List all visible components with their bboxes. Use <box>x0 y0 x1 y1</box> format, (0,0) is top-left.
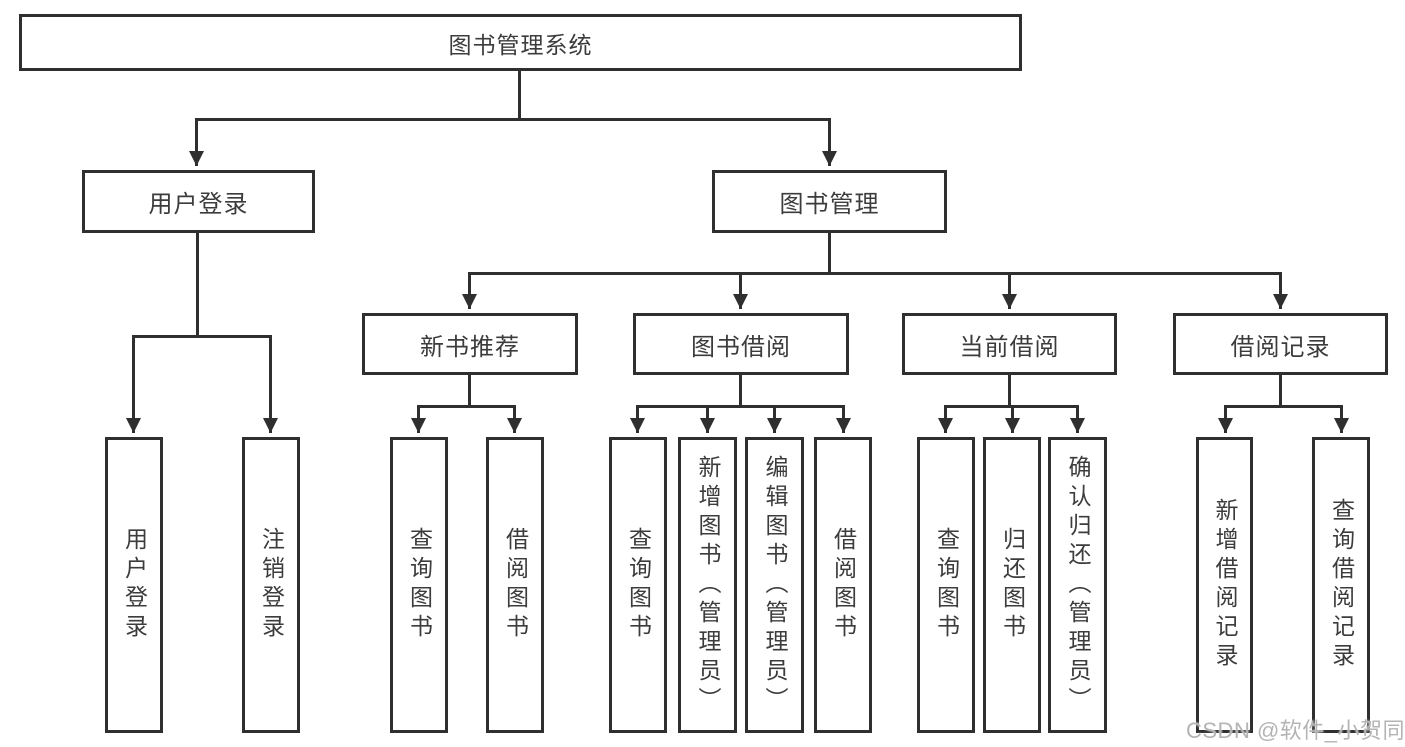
node-label: 用户登录 <box>148 191 249 218</box>
leaf-logout: 注销登录 <box>242 437 300 733</box>
node-label: 用户登录 <box>121 527 148 643</box>
node-label: 新增借阅记录 <box>1212 498 1238 672</box>
leaf-current-confirm-return-admin: 确认归还（管理员） <box>1048 437 1107 733</box>
leaf-borrowing-borrow-books: 借阅图书 <box>814 437 872 733</box>
leaf-records-add-record: 新增借阅记录 <box>1196 437 1253 733</box>
leaf-current-query-books: 查询图书 <box>917 437 975 733</box>
node-label: 查询图书 <box>933 527 960 643</box>
leaf-newbook-borrow-books: 借阅图书 <box>486 437 544 733</box>
node-label: 当前借阅 <box>959 333 1060 361</box>
node-label: 注销登录 <box>258 527 285 643</box>
node-book-management-system: 图书管理系统 <box>19 14 1022 71</box>
leaf-current-return-books: 归还图书 <box>983 437 1041 733</box>
node-book-borrowing: 图书借阅 <box>633 313 849 375</box>
leaf-newbook-query-books: 查询图书 <box>390 437 448 733</box>
node-label: 借阅图书 <box>830 527 857 643</box>
leaf-borrowing-add-books-admin: 新增图书（管理员） <box>678 437 737 733</box>
csdn-watermark: CSDN @软件_小贺同学 <box>1186 718 1405 743</box>
node-label: 编辑图书（管理员） <box>762 454 788 716</box>
node-label: 确认归还（管理员） <box>1065 454 1091 716</box>
node-user-login: 用户登录 <box>82 170 315 233</box>
node-current-borrowing: 当前借阅 <box>902 313 1117 375</box>
leaf-borrowing-edit-books-admin: 编辑图书（管理员） <box>745 437 804 733</box>
node-label: 新书推荐 <box>420 333 520 361</box>
leaf-user-login: 用户登录 <box>105 437 163 733</box>
node-label: 查询图书 <box>406 527 433 643</box>
node-label: 图书管理系统 <box>448 31 593 58</box>
node-label: 图书管理 <box>779 191 880 218</box>
node-borrowing-records: 借阅记录 <box>1173 313 1388 375</box>
node-new-book-recommend: 新书推荐 <box>362 313 578 375</box>
node-label: 查询图书 <box>625 527 652 643</box>
node-label: 图书借阅 <box>691 333 791 361</box>
leaf-records-query-record: 查询借阅记录 <box>1312 437 1370 733</box>
node-label: 借阅记录 <box>1230 333 1331 361</box>
node-label: 归还图书 <box>999 527 1026 643</box>
leaf-borrowing-query-books: 查询图书 <box>609 437 667 733</box>
node-label: 借阅图书 <box>502 527 529 643</box>
node-label: 新增图书（管理员） <box>695 454 721 716</box>
node-label: 查询借阅记录 <box>1328 498 1355 672</box>
node-book-management: 图书管理 <box>712 170 947 233</box>
